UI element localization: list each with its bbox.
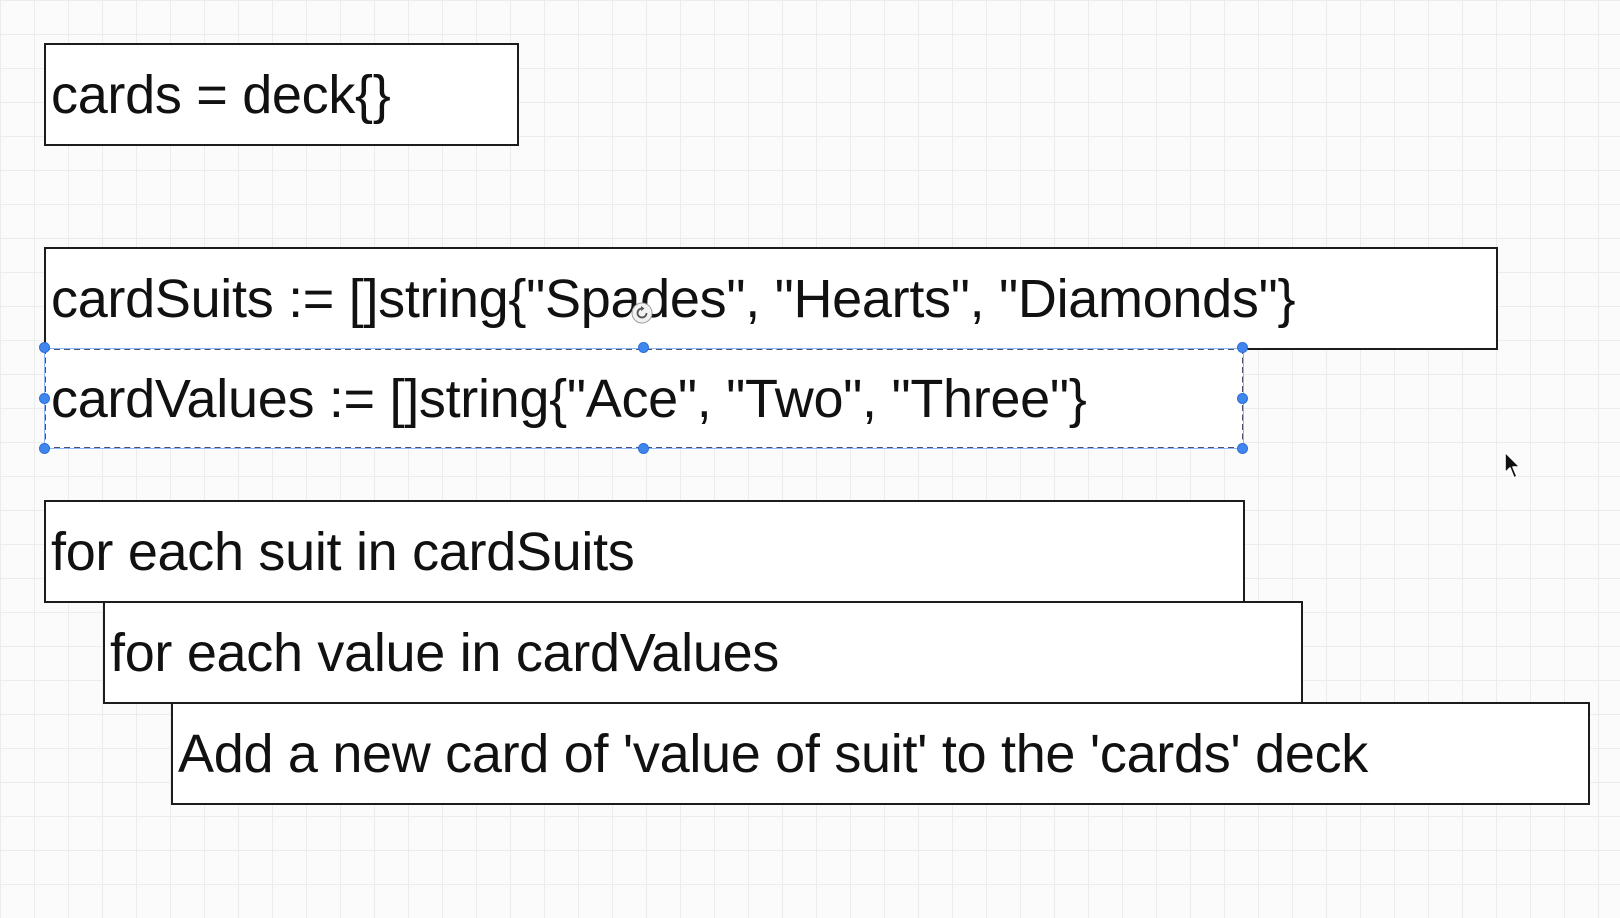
for-each-value-text: for each value in cardValues (110, 622, 779, 683)
resize-handle-top-right[interactable] (1237, 342, 1248, 353)
cards-declaration-text: cards = deck{} (51, 64, 391, 125)
resize-handle-middle-left[interactable] (39, 393, 50, 404)
for-each-value-box[interactable]: for each value in cardValues (103, 601, 1303, 704)
resize-handle-middle-right[interactable] (1237, 393, 1248, 404)
for-each-suit-box[interactable]: for each suit in cardSuits (44, 500, 1245, 603)
resize-handle-bottom-right[interactable] (1237, 443, 1248, 454)
card-suits-box[interactable]: cardSuits := []string{"Spades", "Hearts"… (44, 247, 1498, 350)
cards-declaration-box[interactable]: cards = deck{} (44, 43, 519, 146)
card-values-text: cardValues := []string{"Ace", "Two", "Th… (51, 368, 1087, 429)
add-card-box[interactable]: Add a new card of 'value of suit' to the… (171, 702, 1590, 805)
for-each-suit-text: for each suit in cardSuits (51, 521, 635, 582)
resize-handle-top-left[interactable] (39, 342, 50, 353)
card-suits-text: cardSuits := []string{"Spades", "Hearts"… (51, 268, 1296, 329)
rotate-icon[interactable] (631, 302, 653, 324)
add-card-text: Add a new card of 'value of suit' to the… (178, 723, 1369, 784)
mouse-pointer-icon (1504, 451, 1521, 479)
resize-handle-bottom-left[interactable] (39, 443, 50, 454)
card-values-box[interactable]: cardValues := []string{"Ace", "Two", "Th… (44, 348, 1244, 449)
resize-handle-top-center[interactable] (638, 342, 649, 353)
resize-handle-bottom-center[interactable] (638, 443, 649, 454)
